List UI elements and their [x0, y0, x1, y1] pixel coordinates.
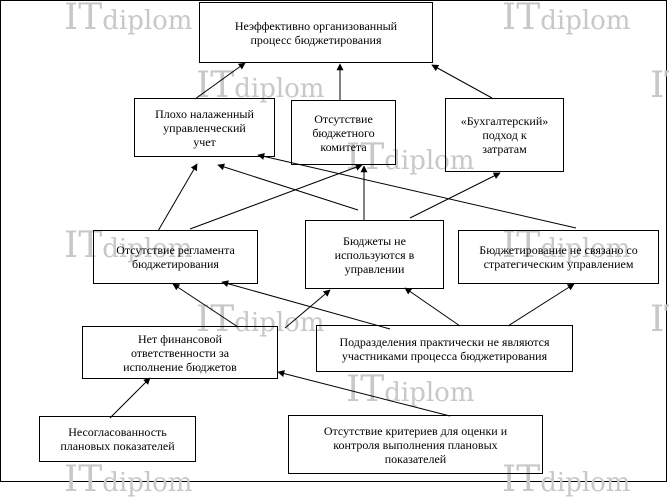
arrow-budgets-to-approach: [409, 172, 501, 219]
node-accounting-approach: «Бухгалтерский» подход к затратам: [445, 98, 564, 172]
watermark: ITdiplom: [346, 137, 475, 178]
watermark: IT: [650, 299, 669, 340]
diagram-frame: [0, 0, 667, 482]
arrow-criteria-to-responsibility: [277, 370, 451, 417]
arrow-accounting-to-root: [194, 62, 246, 100]
diagram-connectors: [109, 62, 577, 419]
watermark: ITdiplom: [346, 369, 475, 410]
node-no-budget-committee: Отсутствие бюджетного комитета: [291, 100, 396, 165]
watermark: IT: [650, 65, 669, 106]
arrow-strategy-to-accounting: [257, 152, 577, 229]
node-budgets-not-used: Бюджеты не используются в управлении: [305, 220, 444, 289]
arrow-regulation-to-poor-accounting: [157, 163, 198, 232]
arrow-approach-to-root: [431, 64, 493, 99]
node-inconsistent-targets: Несогласованность плановых показателей: [39, 416, 196, 462]
watermark: ITdiplom: [64, 225, 193, 266]
node-no-financial-responsibility: Нет финансовой ответственности за исполн…: [82, 326, 278, 379]
arrow-targets-to-responsibility: [109, 377, 151, 419]
watermark: ITdiplom: [502, 0, 631, 38]
node-inefficient-budgeting: Неэффективно организованный процесс бюдж…: [199, 2, 433, 63]
arrow-units-to-strategy: [507, 283, 575, 327]
node-no-evaluation-criteria: Отсутствие критериев для оценки и контро…: [288, 415, 543, 474]
node-units-not-participants: Подразделения практически не являются уч…: [316, 325, 573, 372]
arrow-responsibility-to-budgets: [284, 289, 331, 329]
watermark: ITdiplom: [64, 0, 193, 38]
arrow-regulation-to-accounting: [189, 163, 363, 230]
node-not-linked-to-strategy: Бюджетирование не связано со стратегичес…: [458, 230, 659, 284]
arrow-units-to-budgets: [404, 287, 461, 327]
watermark: ITdiplom: [196, 299, 325, 340]
arrow-responsibility-to-regulation: [172, 283, 239, 328]
watermark: ITdiplom: [502, 225, 631, 266]
arrow-budgets-to-accounting: [217, 163, 359, 211]
node-poor-management-accounting: Плохо налаженный управленческий учет: [134, 98, 275, 157]
watermark: ITdiplom: [196, 65, 325, 106]
arrow-units-to-regulation: [221, 280, 391, 330]
node-no-budgeting-regulation: Отсутствие регламента бюджетирования: [93, 230, 258, 284]
